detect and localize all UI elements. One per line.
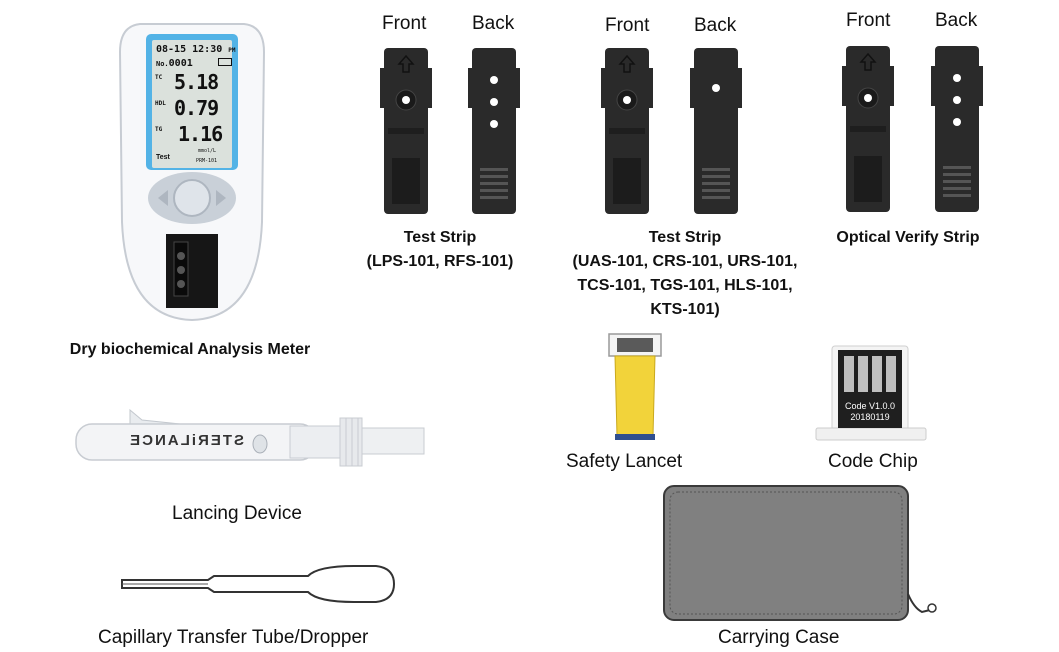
meter-date: 08-15 <box>156 44 187 55</box>
strip-group-3-caption-line-1: Optical Verify Strip <box>836 229 980 246</box>
meter-unit: mmol/L <box>198 148 217 154</box>
strip-group-2-back-label: Back <box>694 15 737 36</box>
meter-time: 12:30 <box>192 44 223 55</box>
strip-group-1-back <box>468 48 520 214</box>
meter-body <box>118 23 266 322</box>
safety-lancet-caption: Safety Lancet <box>566 451 683 472</box>
meter-mode: Test <box>156 154 170 161</box>
strip-group-3-back <box>931 46 983 212</box>
strip-group-2-caption: Test Strip (UAS-101, CRS-101, URS-101, T… <box>560 226 810 322</box>
code-chip-text-1: Code V1.0.0 <box>844 401 896 411</box>
code-chip: Code V1.0.0 20180119 <box>814 344 928 442</box>
meter-row-label-tg: TG <box>155 126 163 133</box>
strip-group-1-front <box>380 48 432 214</box>
meter-time-suffix: PM <box>228 47 236 54</box>
safety-lancet <box>605 330 665 446</box>
strip-group-3-front <box>842 46 894 212</box>
strip-group-1-front-label: Front <box>382 13 427 34</box>
carrying-case <box>660 484 940 624</box>
meter-row-value-tg: 1.16 <box>178 122 223 146</box>
strip-group-2-caption-line-2: (UAS-101, CRS-101, URS-101, <box>572 253 798 270</box>
meter-row-value-tc: 5.18 <box>174 70 219 94</box>
strip-group-2-back <box>690 48 742 214</box>
code-chip-caption: Code Chip <box>828 451 918 472</box>
strip-group-2-front <box>601 48 653 214</box>
meter-number-prefix: No. <box>156 60 169 68</box>
strip-group-3-front-label: Front <box>846 10 891 31</box>
lancing-device-caption: Lancing Device <box>172 503 302 524</box>
lancing-device: STERiLANCE <box>70 406 426 476</box>
meter-row-label-hdl: HDL <box>155 100 166 107</box>
code-chip-text-2: 20180119 <box>850 412 890 422</box>
meter-row-label-tc: TC <box>155 74 163 81</box>
battery-icon <box>218 58 232 66</box>
carrying-case-caption: Carrying Case <box>718 627 840 648</box>
meter-model: PRM-101 <box>196 158 218 164</box>
lancing-device-brand: STERiLANCE <box>128 432 244 449</box>
strip-group-2-caption-line-1: Test Strip <box>648 229 722 246</box>
strip-group-1-back-label: Back <box>472 13 515 34</box>
strip-group-2-front-label: Front <box>605 15 650 36</box>
strip-group-2-caption-line-4: KTS-101) <box>650 301 720 318</box>
meter-row-value-hdl: 0.79 <box>174 96 219 120</box>
strip-group-1-caption: Test Strip (LPS-101, RFS-101) <box>330 226 550 274</box>
strip-group-1-caption-line-1: Test Strip <box>403 229 477 246</box>
dropper-caption: Capillary Transfer Tube/Dropper <box>98 627 369 648</box>
strip-group-2-caption-line-3: TCS-101, TGS-101, HLS-101, <box>577 277 793 294</box>
strip-group-3-caption: Optical Verify Strip <box>808 226 1008 250</box>
meter-number: 0001 <box>168 58 193 69</box>
analysis-meter: 08-15 12:30 PM No.0001 TC 5.18 HDL 0.79 … <box>118 22 266 322</box>
strip-group-1-caption-line-2: (LPS-101, RFS-101) <box>366 253 514 270</box>
strip-group-3-back-label: Back <box>935 10 978 31</box>
meter-caption: Dry biochemical Analysis Meter <box>69 341 311 358</box>
capillary-dropper <box>118 560 398 608</box>
